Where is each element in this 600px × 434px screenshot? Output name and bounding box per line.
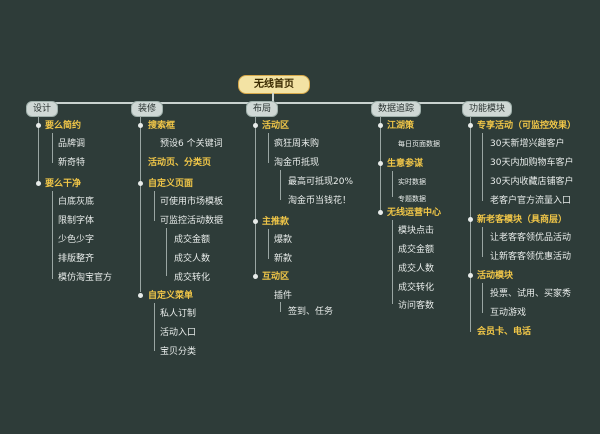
- item: 实时数据: [398, 178, 426, 186]
- item: 插件: [274, 291, 293, 301]
- category-layout: 布局: [246, 101, 279, 117]
- section-label: 自定义页面: [148, 179, 194, 189]
- connector: [268, 133, 269, 163]
- sub-item: 成交转化: [174, 273, 211, 283]
- item: 新款: [274, 254, 293, 264]
- section-label: 搜索框: [148, 121, 176, 131]
- connector: [268, 229, 269, 259]
- section-label: 主推款: [262, 217, 290, 227]
- node-dot: [468, 217, 473, 222]
- node-dot: [138, 293, 143, 298]
- connector: [392, 171, 393, 197]
- item: 可监控活动数据: [160, 216, 224, 226]
- item: 排版整齐: [58, 254, 95, 264]
- root-connector: [272, 93, 274, 103]
- node-dot: [468, 273, 473, 278]
- connector: [255, 116, 256, 276]
- node-dot: [378, 161, 383, 166]
- item: 爆款: [274, 235, 293, 245]
- node-dot: [36, 123, 41, 128]
- item: 成交转化: [398, 283, 435, 293]
- node-dot: [253, 274, 258, 279]
- item: 少色少字: [58, 235, 95, 245]
- section-label: 活动模块: [477, 271, 514, 281]
- item: 30天内收藏店铺客户: [490, 177, 574, 187]
- sub-item: 淘金币当钱花！: [288, 196, 352, 206]
- connector: [470, 116, 471, 332]
- item: 访问客数: [398, 301, 435, 311]
- category-data-tracking: 数据追踪: [371, 101, 422, 117]
- connector: [52, 191, 53, 279]
- item: 白底灰底: [58, 197, 95, 207]
- node-dot: [253, 123, 258, 128]
- sub-item: 成交人数: [174, 254, 211, 264]
- item: 限制字体: [58, 216, 95, 226]
- item: 每日页面数据: [398, 140, 440, 148]
- section-label: 自定义菜单: [148, 291, 194, 301]
- section-label: 互动区: [262, 272, 290, 282]
- section-label: 会员卡、电话: [477, 327, 532, 337]
- connector: [140, 116, 141, 292]
- sub-item: 最高可抵现20%: [288, 177, 354, 187]
- category-decoration: 装修: [131, 101, 164, 117]
- connector: [392, 220, 393, 304]
- root-node: 无线首页: [238, 75, 310, 94]
- item: 模仿淘宝官方: [58, 273, 113, 283]
- item: 模块点击: [398, 226, 435, 236]
- section-label: 专享活动（可监控效果）: [477, 121, 577, 131]
- connector: [38, 116, 39, 184]
- section-label: 要么简约: [45, 121, 82, 131]
- sub-item: 签到、任务: [288, 307, 334, 317]
- item: 品牌调: [58, 139, 86, 149]
- connector: [280, 170, 281, 200]
- item: 成交金额: [398, 245, 435, 255]
- connector: [280, 302, 281, 312]
- node-dot: [378, 210, 383, 215]
- connector: [52, 133, 53, 163]
- item: 专题数据: [398, 195, 426, 203]
- section-label: 活动页、分类页: [148, 158, 212, 168]
- category-function-modules: 功能模块: [462, 101, 513, 117]
- item: 30天内加购物车客户: [490, 158, 574, 168]
- section-label: 活动区: [262, 121, 290, 131]
- connector: [154, 191, 155, 221]
- section-label: 江湖策: [387, 121, 415, 131]
- item: 投票、试用、买家秀: [490, 289, 572, 299]
- item: 预设6 个关键词: [160, 139, 223, 149]
- item: 私人订制: [160, 309, 197, 319]
- item: 疯狂周末购: [274, 139, 320, 149]
- item: 让新客客领优惠活动: [490, 252, 572, 262]
- item: 新奇特: [58, 158, 86, 168]
- section-label: 生意参谋: [387, 159, 424, 169]
- node-dot: [253, 219, 258, 224]
- connector: [482, 283, 483, 313]
- node-dot: [36, 181, 41, 186]
- category-design: 设计: [26, 101, 59, 117]
- connector: [154, 303, 155, 351]
- item: 成交人数: [398, 264, 435, 274]
- node-dot: [138, 181, 143, 186]
- connector: [482, 227, 483, 257]
- node-dot: [378, 123, 383, 128]
- section-label: 要么干净: [45, 179, 82, 189]
- item: 30天新增兴趣客户: [490, 139, 565, 149]
- connector: [482, 133, 483, 201]
- item: 宝贝分类: [160, 347, 197, 357]
- item: 互动游戏: [490, 308, 527, 318]
- item: 老客户官方流量入口: [490, 196, 572, 206]
- item: 可使用市场模板: [160, 197, 224, 207]
- connector: [166, 228, 167, 276]
- node-dot: [138, 123, 143, 128]
- node-dot: [468, 123, 473, 128]
- item: 活动入口: [160, 328, 197, 338]
- sub-item: 成交金额: [174, 235, 211, 245]
- item: 淘金币抵现: [274, 158, 320, 168]
- section-label: 新老客模块（具商层）: [477, 215, 568, 225]
- section-label: 无线运营中心: [387, 208, 442, 218]
- item: 让老客客领优品活动: [490, 233, 572, 243]
